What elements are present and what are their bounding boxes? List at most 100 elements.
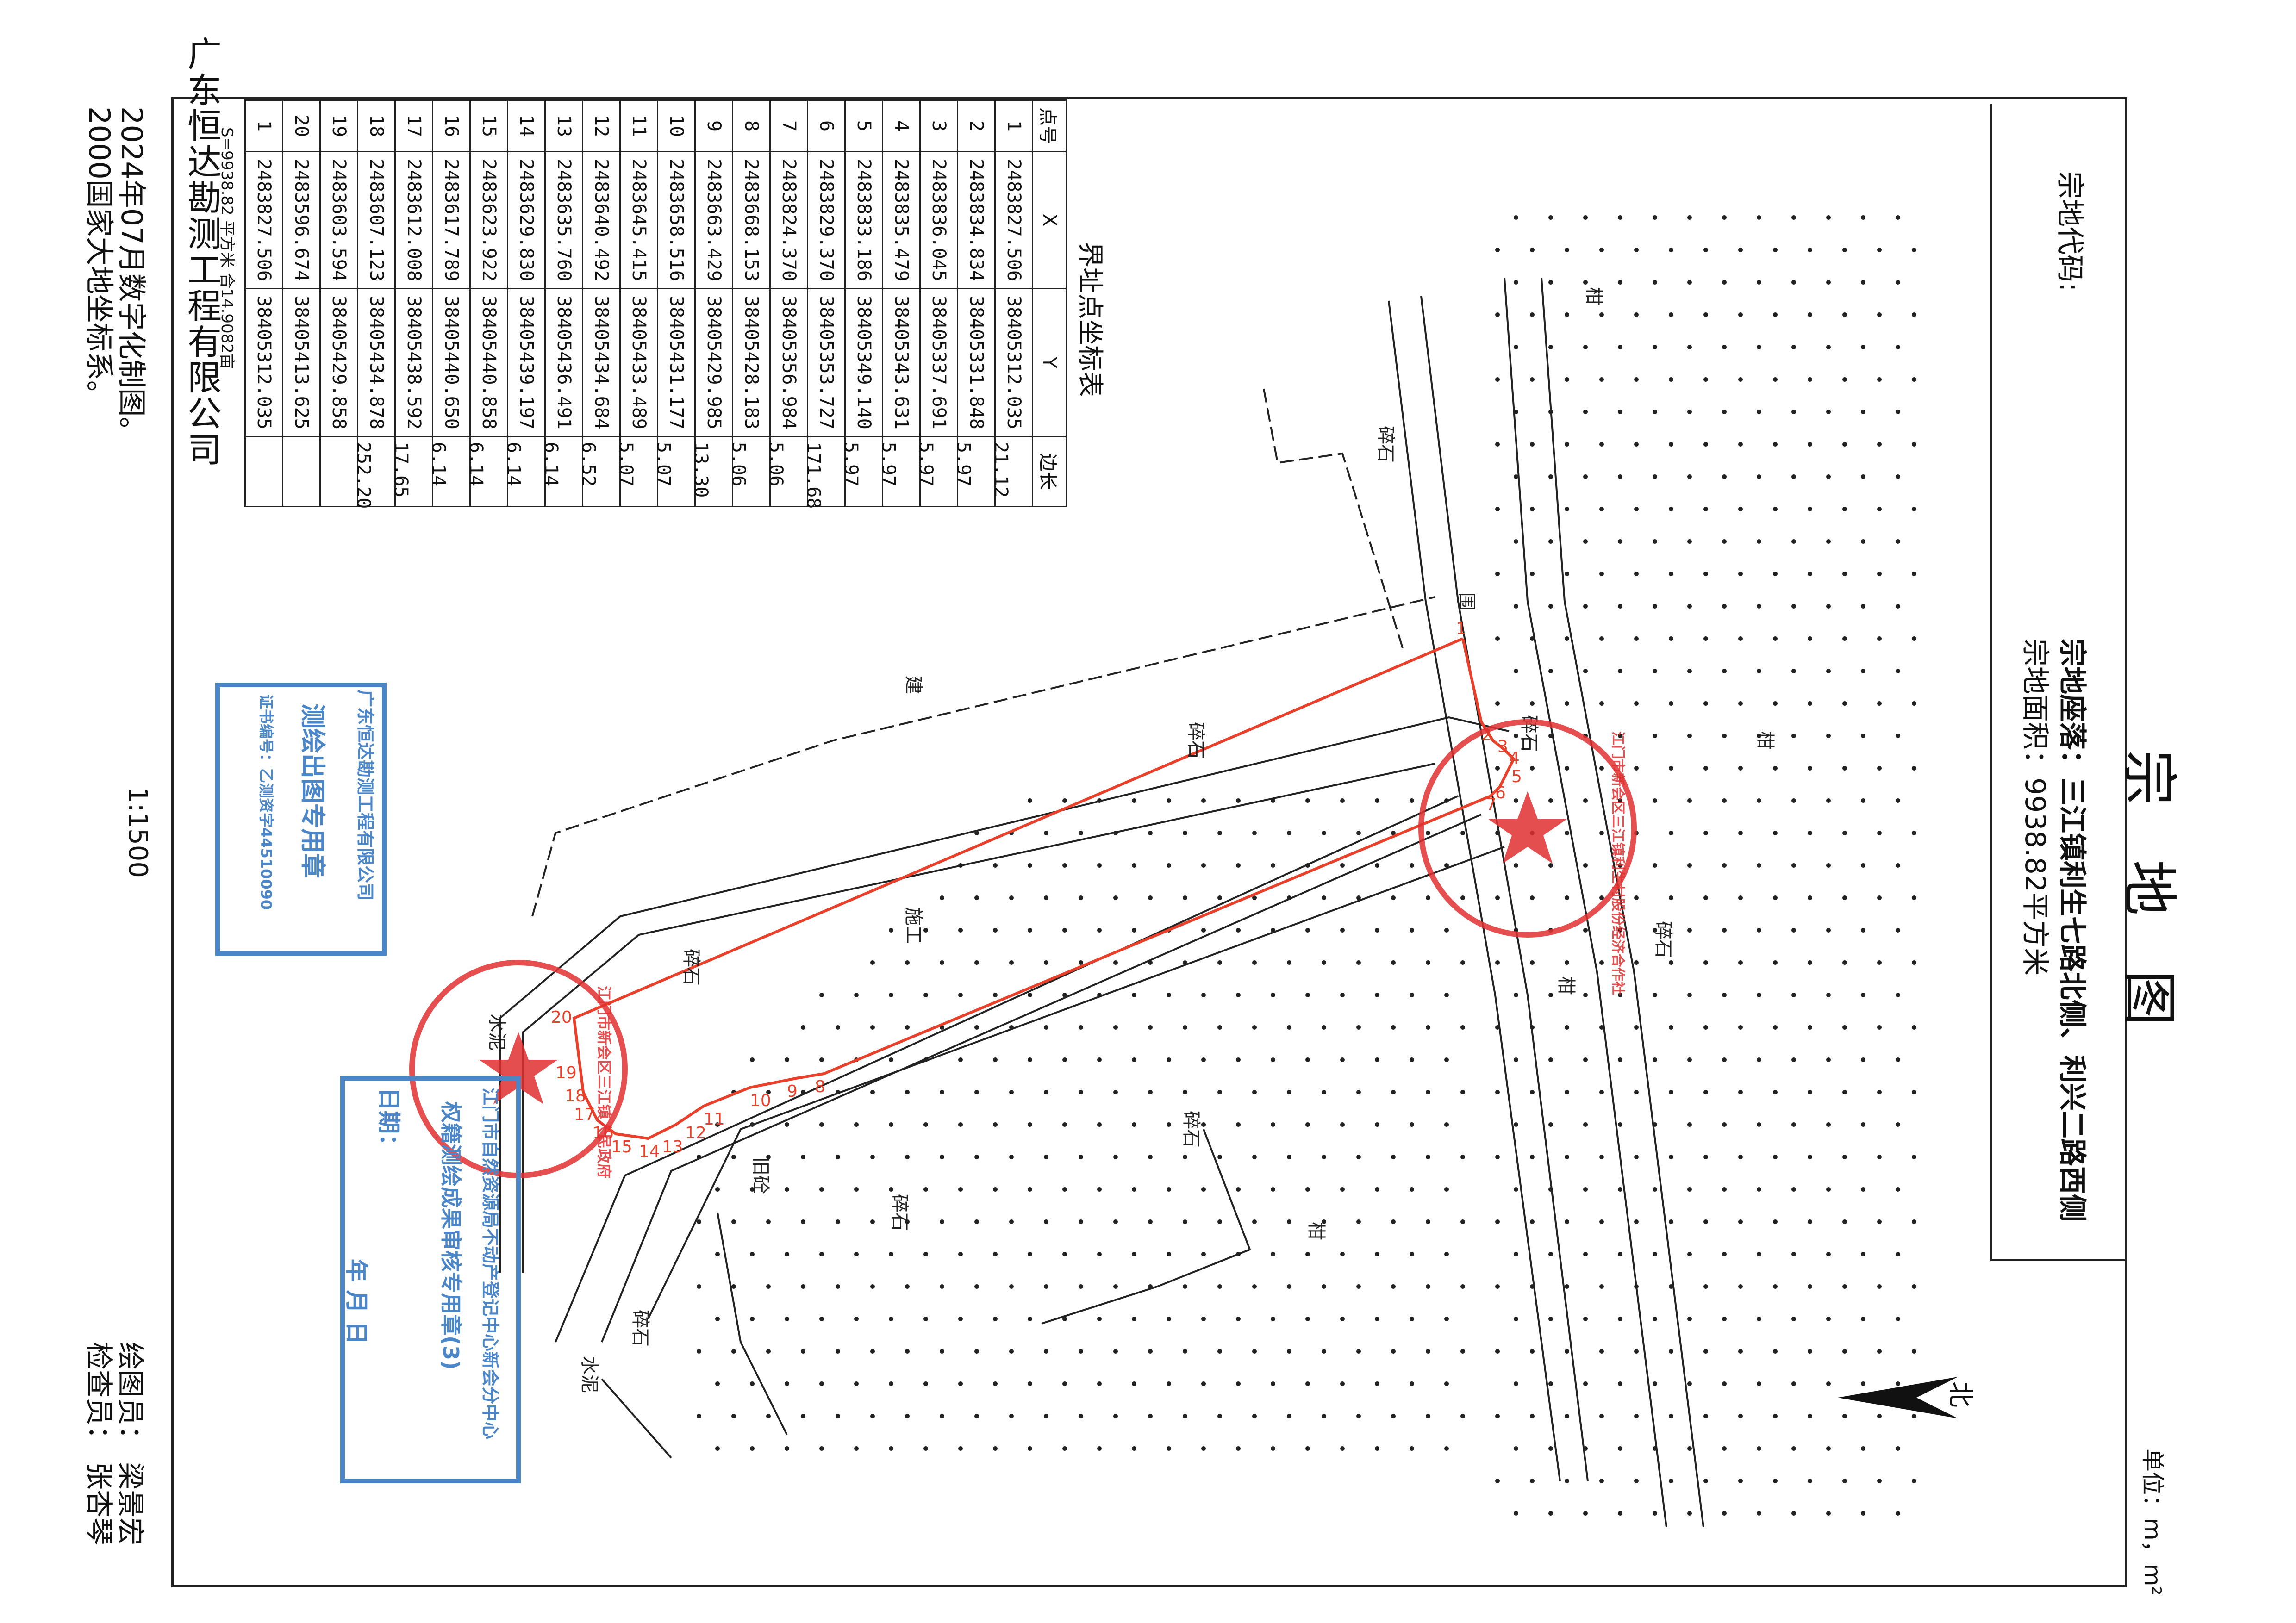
orchard-dot	[1097, 1317, 1102, 1321]
orchard-dot	[1757, 1317, 1761, 1321]
orchard-dot	[1653, 928, 1657, 933]
orchard-dot	[1738, 701, 1743, 706]
orchard-dot	[1444, 1381, 1449, 1386]
orchard-dot	[1044, 1090, 1048, 1094]
orchard-dot	[889, 1381, 893, 1386]
orchard-dot	[889, 1187, 893, 1192]
orchard-dot	[1896, 474, 1900, 479]
orchard-dot	[1599, 960, 1604, 965]
orchard-dot	[1912, 701, 1916, 706]
orchard-label: 柑	[1583, 287, 1604, 305]
orchard-dot	[1028, 1252, 1032, 1256]
orchard-dot	[1738, 1479, 1743, 1483]
orchard-dot	[766, 1219, 771, 1224]
orchard-dot	[1167, 863, 1171, 868]
orchard-dot	[1773, 831, 1778, 835]
boundary-point-number: 6	[1495, 784, 1506, 802]
orchard-dot	[1548, 863, 1553, 868]
orchard-dot	[1201, 1057, 1206, 1062]
orchard-dot	[1896, 280, 1900, 285]
orchard-dot	[1861, 604, 1866, 609]
orchard-dot	[1322, 1219, 1326, 1224]
orchard-dot	[1653, 1252, 1657, 1256]
orchard-dot	[1826, 1057, 1831, 1062]
orchard-dot	[1669, 442, 1673, 447]
orchard-dot	[1410, 1057, 1414, 1062]
orchard-dot	[993, 1122, 998, 1127]
orchard-dot	[1444, 1317, 1449, 1321]
orchard-dot	[1565, 831, 1569, 835]
orchard-dot	[1495, 636, 1500, 641]
orchard-dot	[1791, 1252, 1796, 1256]
orchard-dot	[1861, 1317, 1866, 1321]
orchard-dot	[905, 1090, 910, 1094]
orchard-dot	[1305, 1187, 1310, 1192]
orchard-dot	[1653, 1511, 1657, 1516]
orchard-dot	[750, 1252, 755, 1256]
orchard-dot	[1808, 312, 1812, 317]
orchard-dot	[923, 1381, 928, 1386]
orchard-dot	[1287, 1025, 1292, 1030]
orchard-dot	[1687, 280, 1692, 285]
orchard-dot	[1183, 1219, 1187, 1224]
orchard-dot	[1271, 1317, 1275, 1321]
orchard-dot	[1808, 895, 1812, 900]
orchard-dot	[889, 993, 893, 997]
orchard-dot	[1808, 442, 1812, 447]
orchard-dot	[1530, 1479, 1535, 1483]
orchard-dot	[1340, 1187, 1345, 1192]
orchard-dot	[1912, 1284, 1916, 1289]
orchard-dot	[1738, 572, 1743, 576]
orchard-dot	[1044, 1349, 1048, 1354]
orchard-dot	[1217, 1025, 1222, 1030]
orchard-dot	[905, 1025, 910, 1030]
orchard-dot	[1132, 928, 1136, 933]
orchard-dot	[1687, 798, 1692, 803]
broken-stone-label: 碎石	[1180, 1111, 1202, 1148]
orchard-dot	[1861, 669, 1866, 673]
orchard-dot	[766, 1349, 771, 1354]
orchard-dot	[1722, 215, 1727, 220]
orchard-dot	[1791, 280, 1796, 285]
orchard-dot	[1444, 1057, 1449, 1062]
orchard-dot	[1079, 831, 1083, 835]
orchard-dot	[1808, 507, 1812, 511]
orchard-dot	[1634, 442, 1639, 447]
orchard-dot	[958, 1057, 963, 1062]
orchard-dot	[1791, 928, 1796, 933]
orchard-dot	[1599, 1349, 1604, 1354]
orchard-dot	[1236, 928, 1241, 933]
orchard-dot	[1861, 1381, 1866, 1386]
orchard-dot	[1530, 1219, 1535, 1224]
orchard-dot	[1738, 895, 1743, 900]
orchard-dot	[1877, 572, 1882, 576]
orchard-dot	[1079, 1284, 1083, 1289]
orchard-dot	[1305, 993, 1310, 997]
orchard-dot	[1009, 1219, 1014, 1224]
orchard-dot	[1653, 1187, 1657, 1192]
orchard-dot	[1599, 507, 1604, 511]
orchard-dot	[1444, 928, 1449, 933]
orchard-dot	[1322, 1090, 1326, 1094]
orchard-dot	[889, 1252, 893, 1256]
orchard-dot	[1410, 928, 1414, 933]
orchard-dot	[1340, 863, 1345, 868]
orchard-dot	[1514, 1511, 1518, 1516]
orchard-dot	[1618, 863, 1622, 868]
orchard-dot	[1495, 1414, 1500, 1418]
orchard-dot	[1495, 572, 1500, 576]
orchard-dot	[1912, 766, 1916, 771]
orchard-dot	[1583, 669, 1588, 673]
orchard-dot	[1653, 863, 1657, 868]
orchard-dot	[1410, 1187, 1414, 1192]
orchard-dot	[1912, 377, 1916, 382]
orchard-dot	[1460, 1219, 1465, 1224]
orchard-dot	[1722, 280, 1727, 285]
orchard-dot	[1495, 1284, 1500, 1289]
orchard-dot	[1132, 798, 1136, 803]
orchard-dot	[854, 1381, 859, 1386]
orchard-dot	[1861, 863, 1866, 868]
orchard-dot	[1167, 1252, 1171, 1256]
company-name-char: 司	[187, 430, 222, 470]
